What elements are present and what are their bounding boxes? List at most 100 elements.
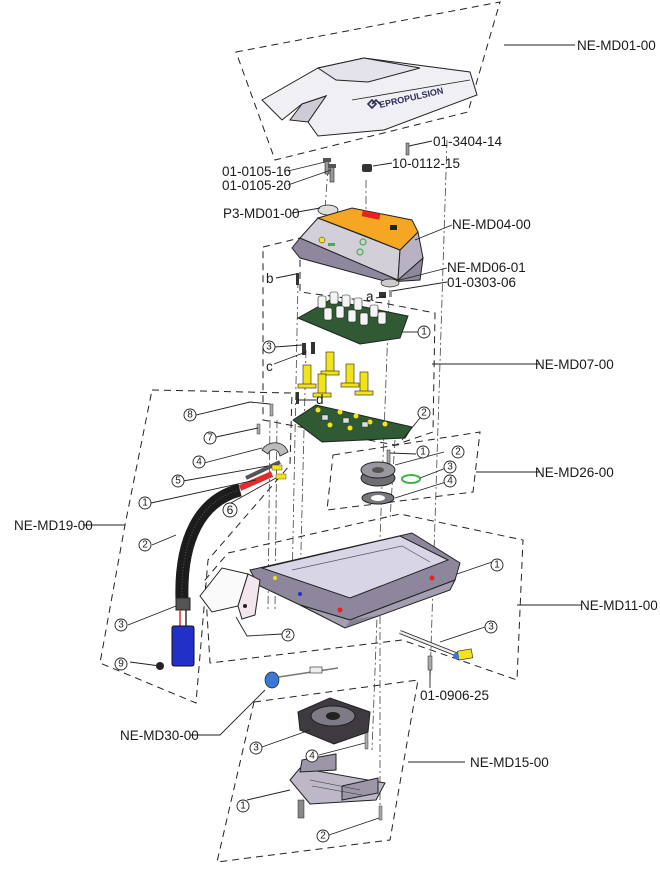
probe-rod — [399, 630, 474, 661]
boundary-md19 — [99, 389, 293, 704]
standoffs — [297, 351, 374, 398]
svg-text:4: 4 — [309, 751, 315, 762]
callout-md15-1: 1 — [236, 799, 250, 813]
svg-text:2: 2 — [455, 447, 461, 458]
screw-01-0303-06 — [389, 290, 392, 297]
callout-md19-1: 1 — [138, 496, 152, 510]
boundary-md26 — [326, 431, 481, 511]
label-10-0112-15: 10-0112-15 — [392, 156, 460, 171]
axis-line — [429, 139, 448, 681]
svg-text:1: 1 — [421, 327, 427, 338]
label-NE-MD26-00: NE-MD26-00 — [535, 465, 614, 480]
callout-md15-3: 3 — [249, 741, 263, 755]
svg-text:1: 1 — [494, 560, 500, 571]
label-01-0105-16: 01-0105-16 — [222, 164, 291, 179]
controller-housing — [291, 207, 424, 283]
svg-text:2: 2 — [285, 630, 291, 641]
leader-lines — [83, 44, 582, 836]
label-NE-MD04-00: NE-MD04-00 — [452, 217, 531, 232]
svg-text:7: 7 — [207, 433, 213, 444]
base-tray — [249, 532, 461, 629]
callout-md26-3: 3 — [443, 460, 457, 474]
axis-line — [389, 439, 396, 521]
callout-md26-2: 2 — [451, 445, 465, 459]
svg-text:3: 3 — [266, 342, 272, 353]
svg-text:3: 3 — [447, 462, 453, 473]
bracket-cover — [199, 567, 261, 620]
warning-label — [361, 210, 381, 220]
screw-01-3404-14 — [405, 142, 410, 156]
svg-text:6: 6 — [227, 503, 234, 517]
label-01-0906-25: 01-0906-25 — [420, 688, 489, 703]
label-NE-MD19-00: NE-MD19-00 — [14, 518, 93, 533]
label-NE-MD06-01: NE-MD06-01 — [447, 260, 526, 275]
label-01-0303-06: 01-0303-06 — [447, 275, 516, 290]
label-P3-MD01-00: P3-MD01-00 — [223, 206, 300, 221]
callout-md07-1: 1 — [417, 325, 431, 339]
axis-line — [291, 279, 299, 591]
callout-md11-2: 2 — [281, 628, 295, 642]
fan-assembly — [289, 697, 386, 821]
callout-md19-5: 5 — [171, 474, 185, 488]
label-01-0105-20: 01-0105-20 — [222, 178, 291, 193]
screw-b — [296, 273, 299, 285]
svg-text:1: 1 — [142, 498, 148, 509]
blue-connector — [171, 625, 195, 667]
screw-01-0105-20 — [328, 164, 336, 183]
screw-d — [296, 392, 299, 404]
axis-line — [371, 299, 390, 751]
label-NE-MD30-00: NE-MD30-00 — [120, 728, 199, 743]
letter-d: d — [316, 392, 324, 407]
callout-md19-2: 2 — [138, 538, 152, 552]
sensor-probe — [264, 666, 339, 689]
callout-md07-2: 2 — [417, 406, 431, 420]
top-cover: EPROPULSION — [261, 57, 478, 137]
svg-text:2: 2 — [320, 831, 326, 842]
letter-b: b — [266, 271, 274, 286]
svg-text:3: 3 — [118, 620, 124, 631]
svg-text:2: 2 — [142, 540, 148, 551]
screw-01-0906-25 — [427, 655, 433, 671]
callout-md26-1: 1 — [416, 445, 430, 459]
label-NE-MD15-00: NE-MD15-00 — [470, 755, 549, 770]
svg-text:3: 3 — [253, 743, 259, 754]
callout-md19-3: 3 — [114, 618, 128, 632]
svg-text:3: 3 — [488, 622, 494, 633]
boundary-md15 — [216, 679, 419, 863]
pcb-top-board — [296, 291, 409, 345]
callout-md19-4: 4 — [192, 455, 206, 469]
callout-md15-2: 2 — [316, 829, 330, 843]
callout-md19-7: 7 — [203, 431, 217, 445]
label-01-3404-14: 01-3404-14 — [433, 134, 503, 149]
svg-text:2: 2 — [421, 408, 427, 419]
callout-md19-9: 9 — [114, 657, 128, 671]
callout-md19-6: 6 — [222, 502, 238, 518]
svg-text:1: 1 — [420, 447, 426, 458]
label-NE-MD01-00: NE-MD01-00 — [577, 38, 656, 53]
callout-md11-3: 3 — [484, 620, 498, 634]
svg-text:5: 5 — [175, 476, 181, 487]
nut-a — [379, 292, 386, 298]
label-NE-MD11-00: NE-MD11-00 — [580, 598, 658, 613]
callout-md26-4: 4 — [443, 474, 457, 488]
label-NE-MD07-00: NE-MD07-00 — [535, 357, 614, 372]
svg-text:4: 4 — [196, 457, 202, 468]
grommet-plate-NE-MD06-01 — [380, 278, 400, 288]
callout-md19-8: 8 — [183, 408, 197, 422]
letter-a: a — [366, 289, 374, 304]
svg-text:9: 9 — [118, 659, 124, 670]
letter-c: c — [266, 359, 273, 374]
brand-logo-icon — [366, 98, 381, 110]
screw-c — [302, 342, 315, 355]
callout-md11-1: 1 — [490, 558, 504, 572]
cable-harness — [156, 403, 289, 670]
svg-text:1: 1 — [240, 801, 246, 812]
flange-assembly — [360, 449, 421, 505]
callout-md15-4: 4 — [305, 749, 319, 763]
pcb-bottom-board — [292, 404, 413, 443]
boundary-md11 — [204, 513, 524, 681]
callout-md07-3: 3 — [262, 340, 276, 354]
svg-text:4: 4 — [447, 476, 453, 487]
svg-text:8: 8 — [187, 410, 193, 421]
